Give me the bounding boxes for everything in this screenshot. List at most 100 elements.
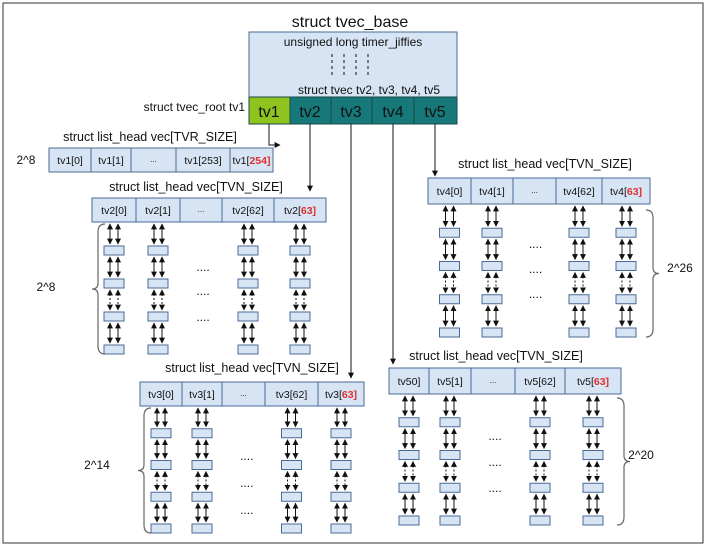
tv2-vec-label: struct list_head vec[TVN_SIZE]	[109, 180, 283, 194]
tv5-node-3-2	[529, 482, 551, 493]
tv3-cell-text-4: tv3[63]	[325, 389, 357, 401]
tv5-ellipsis-2: ....	[488, 481, 501, 495]
tv2-ellipsis-0: ....	[196, 260, 209, 274]
tv4-node-4-2	[615, 294, 637, 305]
tv2-node-4-2	[289, 311, 311, 322]
tv5-node-0-1	[398, 450, 420, 460]
tv3-node-1-0	[191, 428, 213, 439]
tv4-node-1-1	[481, 261, 503, 271]
tv5-brace	[616, 397, 631, 526]
tv3-cell-1	[181, 381, 223, 407]
tv4-node-3-0	[568, 227, 590, 238]
tv2-node-0-0	[103, 245, 125, 256]
tv3-node-1-3	[191, 523, 213, 534]
root-label: struct tvec_root tv1	[144, 100, 246, 114]
tv4-cell-0	[427, 177, 472, 205]
tv4-cell-text-1: tv4[1]	[479, 186, 505, 198]
tv2-node-1-1	[147, 278, 169, 289]
tv3-list-column-0	[150, 407, 172, 534]
tv3-node-3-1	[281, 460, 302, 470]
tv3-list-column-4	[330, 407, 352, 534]
tv5-cell-text-4: tv5[63]	[577, 376, 609, 388]
tv4-node-0-2	[439, 294, 460, 305]
tv2-list-column-0	[103, 223, 125, 355]
tv1-cell-2	[130, 147, 177, 173]
tv2-node-4-0	[289, 245, 311, 256]
tv3-count-label: 2^14	[84, 458, 110, 472]
tv3-node-4-3	[330, 523, 352, 534]
tv2-node-3-2	[237, 311, 259, 322]
tv5-list-column-3	[529, 395, 551, 526]
tv4-cell-text-0: tv4[0]	[437, 186, 463, 198]
tv5-cell-3	[514, 367, 566, 395]
base-vec-label: struct tvec tv2, tv3, tv4, tv5	[298, 83, 440, 97]
tv5-cell-4	[564, 367, 622, 395]
tv4-cell-text-3: tv4[62]	[563, 186, 595, 198]
tv-cell-tv2	[289, 96, 332, 125]
tv5-list-column-0	[398, 395, 420, 526]
tv3-node-3-2	[281, 491, 302, 502]
group-tv3: struct list_head vec[TVN_SIZE] 2^14 tv3[0]…	[84, 361, 365, 534]
tv2-brace	[91, 223, 106, 355]
tv1-cell-text-1: tv1[1]	[98, 155, 124, 167]
tv3-brace	[137, 407, 152, 534]
tv2-list-column-4	[289, 223, 311, 355]
tv3-ellipsis-0: ....	[240, 449, 253, 463]
tv5-cell-text-3: tv5[62]	[524, 376, 556, 388]
tv3-cell-3	[264, 381, 319, 407]
tv1-vec-label: struct list_head vec[TVR_SIZE]	[63, 130, 237, 144]
tv1-cell-4	[229, 147, 274, 173]
tv4-count-label: 2^26	[667, 261, 693, 275]
base-title: struct tvec_base	[292, 14, 409, 31]
tv3-node-4-0	[330, 428, 352, 439]
tv-cells-row: tv1 tv2 tv3 tv4 tv5	[248, 96, 458, 125]
tv3-node-3-0	[281, 428, 302, 439]
tv5-cell-text-1: tv5[1]	[437, 376, 463, 388]
tv-cell-label-tv2: tv2	[299, 104, 320, 121]
tv4-ellipsis-2: ....	[529, 287, 542, 301]
tv3-cell-text-3: tv3[62]	[276, 389, 308, 401]
tv5-node-0-3	[398, 515, 420, 526]
tv3-ellipsis-1: ....	[240, 476, 253, 490]
tv5-cell-text-0: tv50]	[398, 376, 421, 388]
tv5-node-3-3	[529, 515, 551, 526]
tv5-node-4-0	[582, 417, 604, 428]
tv2-node-1-2	[147, 311, 169, 322]
tv4-node-3-2	[568, 294, 590, 305]
tv2-node-0-2	[103, 311, 125, 322]
tv2-list-column-1	[147, 223, 169, 355]
tv-cell-tv5	[413, 96, 458, 125]
tv1-cell-3	[175, 147, 231, 173]
tv3-cell-0	[139, 381, 183, 407]
tv3-cell-text-0: tv3[0]	[148, 389, 174, 401]
tv5-node-1-0	[439, 417, 461, 428]
tv4-node-4-0	[615, 227, 637, 238]
tv-pointer-arrows	[268, 124, 438, 379]
tv5-ellipsis-0: ....	[488, 429, 501, 443]
tv3-node-4-2	[330, 491, 352, 502]
tv3-node-0-1	[150, 460, 172, 470]
tv2-ellipsis-2: ....	[196, 310, 209, 324]
tv2-count-label: 2^8	[37, 280, 56, 294]
tv4-cell-3	[555, 177, 603, 205]
tv4-ellipsis-0: ....	[529, 237, 542, 251]
tv2-cell-text-4: tv2[63]	[284, 205, 316, 217]
tv4-node-1-2	[481, 294, 503, 305]
tv3-node-0-0	[150, 428, 172, 439]
tv4-node-1-3	[481, 327, 503, 338]
tv3-vec-label: struct list_head vec[TVN_SIZE]	[165, 361, 339, 375]
tv2-node-4-3	[289, 344, 311, 355]
tv3-node-0-3	[150, 523, 172, 534]
tv2-node-3-1	[237, 278, 259, 289]
tv1-cell-text-2: ...	[150, 155, 157, 164]
tv5-node-0-2	[398, 482, 420, 493]
tv2-node-3-3	[237, 344, 259, 355]
tv5-list-column-4	[582, 395, 604, 526]
tv3-node-0-2	[150, 491, 172, 502]
tv3-cell-2	[221, 381, 266, 407]
tv1-cell-0	[48, 147, 92, 173]
tv3-cell-4	[317, 381, 365, 407]
tv4-cell-4	[601, 177, 651, 205]
